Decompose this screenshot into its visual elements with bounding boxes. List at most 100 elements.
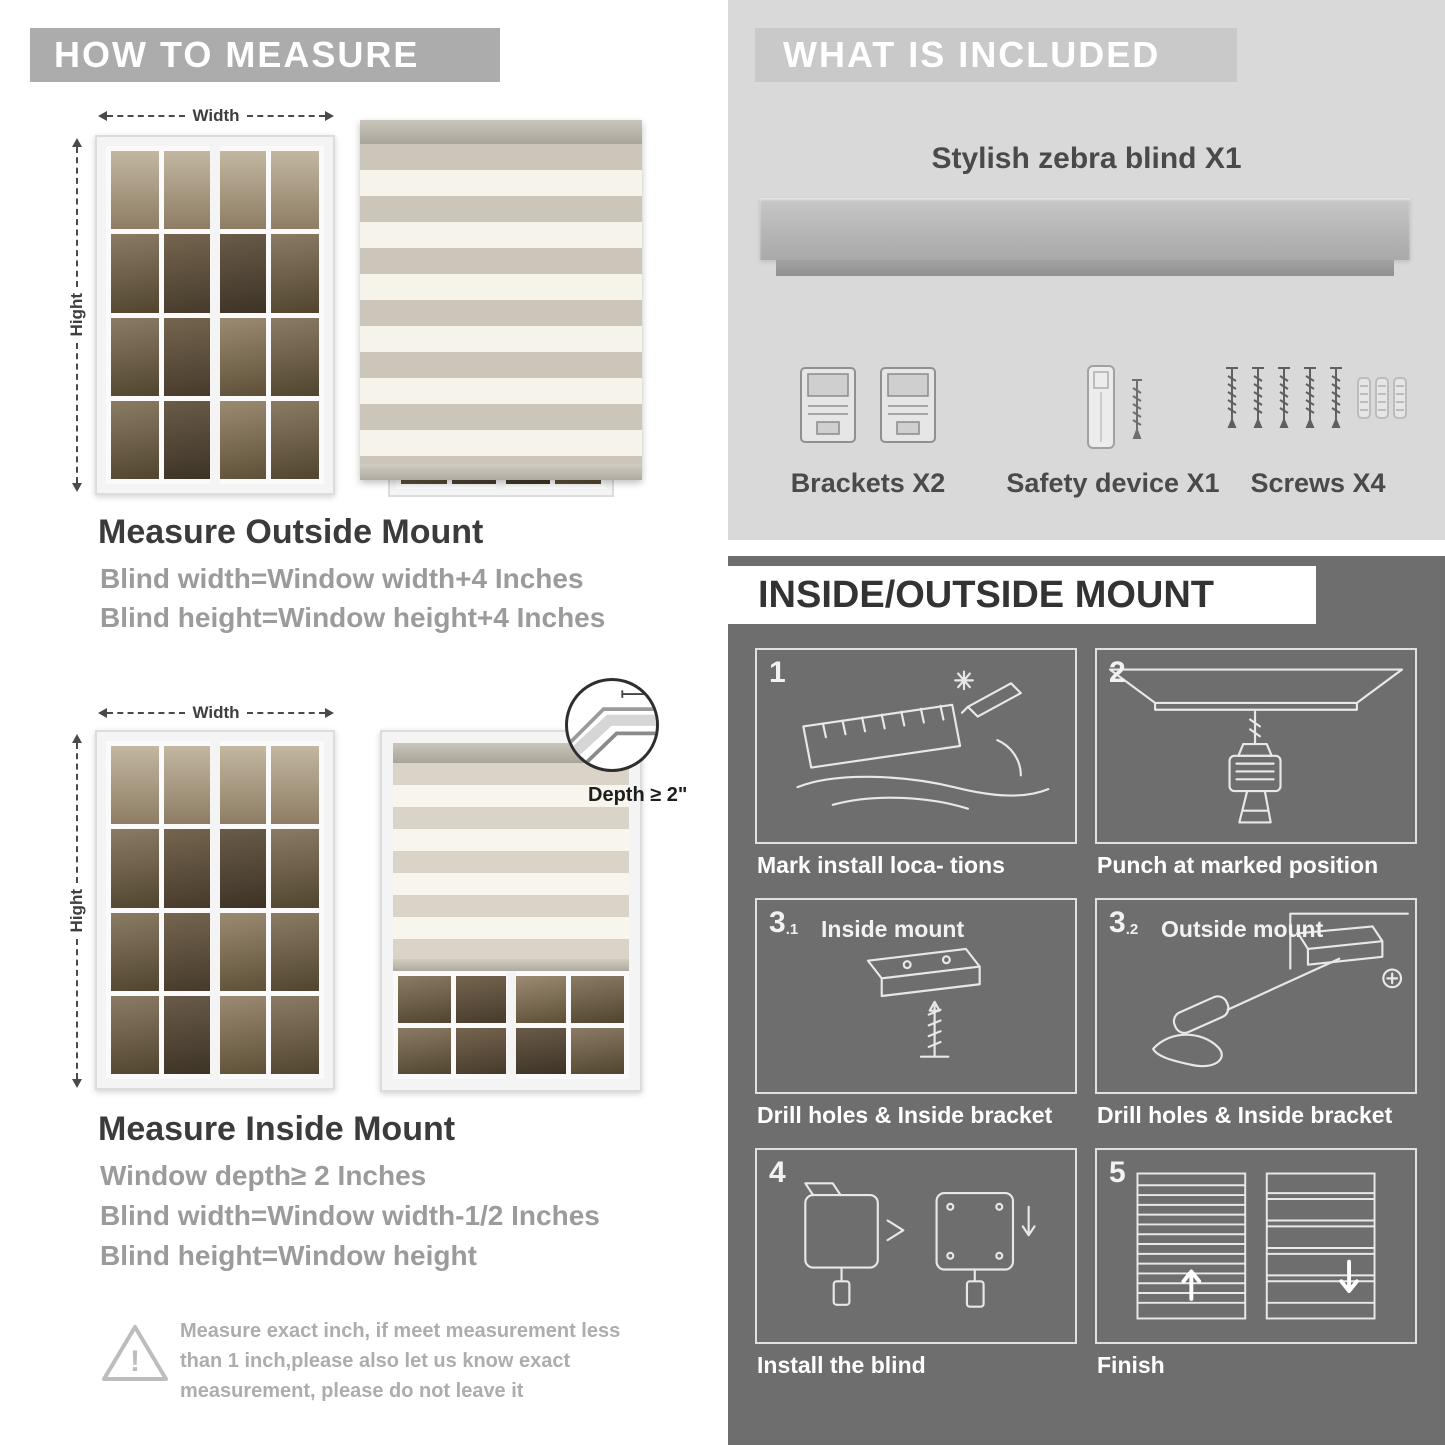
height-label: Hight xyxy=(67,293,86,337)
arrow-left-icon xyxy=(98,708,107,718)
window-pane xyxy=(164,400,213,479)
outside-bracket-illustration xyxy=(1152,912,1409,1068)
blind-headrail-image xyxy=(760,198,1410,260)
install-blind-illustration xyxy=(804,1182,1036,1308)
step-5-caption: Finish xyxy=(1097,1352,1165,1378)
zebra-blind-image xyxy=(360,120,642,480)
window-pane xyxy=(270,317,319,396)
finish-illustration xyxy=(1136,1172,1376,1320)
window-pane xyxy=(164,151,213,230)
window-pane xyxy=(111,829,160,908)
window-pane xyxy=(217,829,266,908)
safety-device-icon xyxy=(1087,365,1142,449)
what-is-included-section: WHAT IS INCLUDED Stylish zebra blind X1 xyxy=(728,0,1445,540)
safety-device-label: Safety device X1 xyxy=(1006,468,1220,498)
arrow-right-icon xyxy=(325,708,334,718)
arrow-up-icon xyxy=(72,734,82,743)
height-dimension-arrow-inside: Hight xyxy=(66,734,88,1088)
frame-corner-detail-icon xyxy=(568,690,656,769)
window-pane xyxy=(217,912,266,991)
arrow-right-icon xyxy=(325,111,334,121)
inside-mount-line-3: Blind height=Window height xyxy=(100,1240,477,1271)
outside-mount-title: Measure Outside Mount xyxy=(98,513,484,551)
arrow-down-icon xyxy=(72,483,82,492)
depth-detail-circle xyxy=(565,678,659,772)
window-photo-outside xyxy=(95,135,335,495)
brackets-label: Brackets X2 xyxy=(790,468,946,498)
screws-label: Screws X4 xyxy=(1250,468,1386,498)
width-dimension-arrow-outside: Width xyxy=(98,106,334,126)
step-number: 4 xyxy=(769,1156,786,1189)
inside-outside-mount-section: INSIDE/OUTSIDE MOUNT 1 Mark install loca… xyxy=(728,556,1445,1445)
step-number: 3.2 xyxy=(1109,906,1139,939)
outside-mount-line-2: Blind height=Window height+4 Inches xyxy=(100,602,606,633)
window-pane xyxy=(455,1027,509,1074)
window-pane xyxy=(455,976,509,1023)
width-label: Width xyxy=(192,703,240,722)
window-pane xyxy=(111,151,160,230)
how-to-measure-header: HOW TO MEASURE xyxy=(30,28,500,82)
arrow-down-icon xyxy=(72,1079,82,1088)
window-pane xyxy=(270,912,319,991)
step-number: 5 xyxy=(1109,1156,1126,1189)
window-photo-inside xyxy=(95,730,335,1090)
warning-text: Measure exact inch, if meet measurement … xyxy=(180,1320,621,1402)
inside-bracket-illustration xyxy=(866,947,981,1058)
height-label: Hight xyxy=(67,889,86,933)
height-dimension-arrow-outside: Hight xyxy=(66,138,88,492)
inside-mount-line-1: Window depth≥ 2 Inches xyxy=(100,1160,427,1191)
window-pane xyxy=(164,317,213,396)
window-pane xyxy=(111,317,160,396)
what-is-included-header: WHAT IS INCLUDED xyxy=(755,28,1237,82)
window-pane xyxy=(217,400,266,479)
width-label: Width xyxy=(192,106,240,125)
window-pane xyxy=(217,317,266,396)
step-1-caption: Mark install loca- tions xyxy=(757,852,1005,878)
inside-mount-line-2: Blind width=Window width-1/2 Inches xyxy=(100,1200,600,1231)
inside-mount-title: Measure Inside Mount xyxy=(98,1110,456,1148)
window-panes xyxy=(106,741,324,1079)
window-panes-below-blind xyxy=(393,971,629,1079)
window-pane xyxy=(111,746,160,825)
safety-device-image xyxy=(1050,330,1178,454)
screws-image xyxy=(1216,346,1420,446)
step-2-caption: Punch at marked position xyxy=(1097,852,1379,878)
step-3-2-panel: 3.2 Outside mount xyxy=(1095,898,1417,1094)
window-pane xyxy=(513,976,567,1023)
zebra-blind-inside-figure xyxy=(380,730,642,1092)
window-pane xyxy=(164,829,213,908)
step-3-1-panel: 3.1 Inside mount xyxy=(755,898,1077,1094)
window-pane xyxy=(164,746,213,825)
window-pane xyxy=(111,912,160,991)
mount-title: INSIDE/OUTSIDE MOUNT xyxy=(758,573,1215,616)
blind-stripes xyxy=(360,144,642,464)
window-pane xyxy=(217,995,266,1074)
drill-illustration xyxy=(1108,668,1404,824)
step-1-panel: 1 xyxy=(755,648,1077,844)
step-number: 2 xyxy=(1109,656,1126,689)
blind-headrail-roll-image xyxy=(776,260,1394,276)
bracket-icon xyxy=(800,367,856,443)
window-pane xyxy=(217,746,266,825)
window-pane xyxy=(571,976,624,1023)
blind-bottom-rail xyxy=(393,959,629,971)
step-4-caption: Install the blind xyxy=(757,1352,926,1378)
window-pane xyxy=(398,1027,451,1074)
step-3-1-title: Inside mount xyxy=(821,916,965,942)
bracket-icon xyxy=(880,367,936,443)
step-4-panel: 4 xyxy=(755,1148,1077,1344)
step-3-2-caption: Drill holes & Inside bracket xyxy=(1097,1102,1393,1128)
brackets-image xyxy=(784,330,952,454)
window-pane xyxy=(164,995,213,1074)
step-number: 3.1 xyxy=(769,906,799,939)
mount-header: INSIDE/OUTSIDE MOUNT xyxy=(728,566,1316,624)
arrow-left-icon xyxy=(98,111,107,121)
arrow-up-icon xyxy=(72,138,82,147)
window-pane xyxy=(398,976,451,1023)
svg-text:!: ! xyxy=(130,1345,140,1378)
depth-label: Depth ≥ 2" xyxy=(588,784,688,806)
window-pane xyxy=(111,400,160,479)
window-pane xyxy=(217,234,266,313)
window-pane xyxy=(270,234,319,313)
what-is-included-title: WHAT IS INCLUDED xyxy=(783,34,1161,75)
